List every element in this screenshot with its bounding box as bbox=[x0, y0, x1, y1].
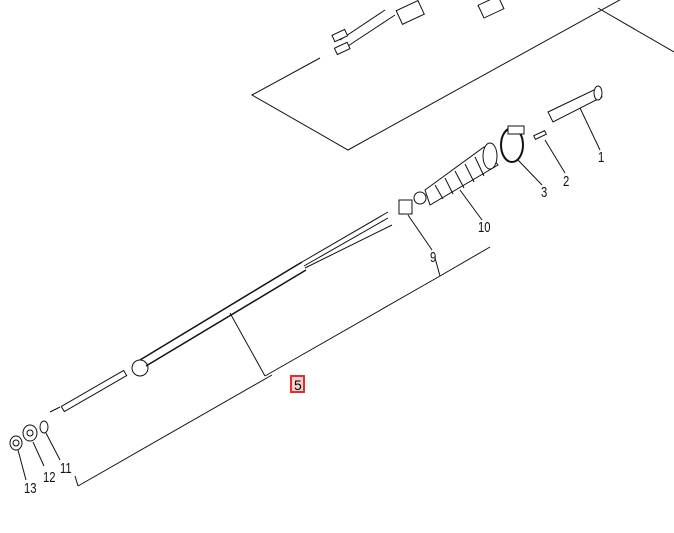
part-label-13[interactable]: 13 bbox=[24, 480, 37, 497]
top-connectors bbox=[331, 0, 505, 56]
part-label-2[interactable]: 2 bbox=[563, 173, 570, 190]
part-label-10[interactable]: 10 bbox=[478, 219, 491, 236]
part-label-9[interactable]: 9 bbox=[430, 249, 437, 266]
part-5-cable bbox=[49, 211, 491, 487]
part-label-3[interactable]: 3 bbox=[541, 184, 548, 201]
part-1-pin bbox=[547, 85, 603, 151]
parts-11-12-13 bbox=[9, 420, 61, 481]
part-label-5-highlight[interactable]: 5 bbox=[290, 375, 305, 393]
part-label-1[interactable]: 1 bbox=[598, 149, 605, 166]
part-label-11[interactable]: 11 bbox=[60, 460, 72, 477]
top-assembly-frame bbox=[250, 0, 674, 151]
part-label-12[interactable]: 12 bbox=[43, 469, 56, 486]
part-10-boot bbox=[413, 142, 499, 221]
part-9-nut bbox=[398, 199, 433, 251]
part-2-pin bbox=[533, 129, 566, 174]
part-label-5[interactable]: 5 bbox=[294, 377, 302, 393]
part-3-clamp bbox=[500, 125, 543, 186]
